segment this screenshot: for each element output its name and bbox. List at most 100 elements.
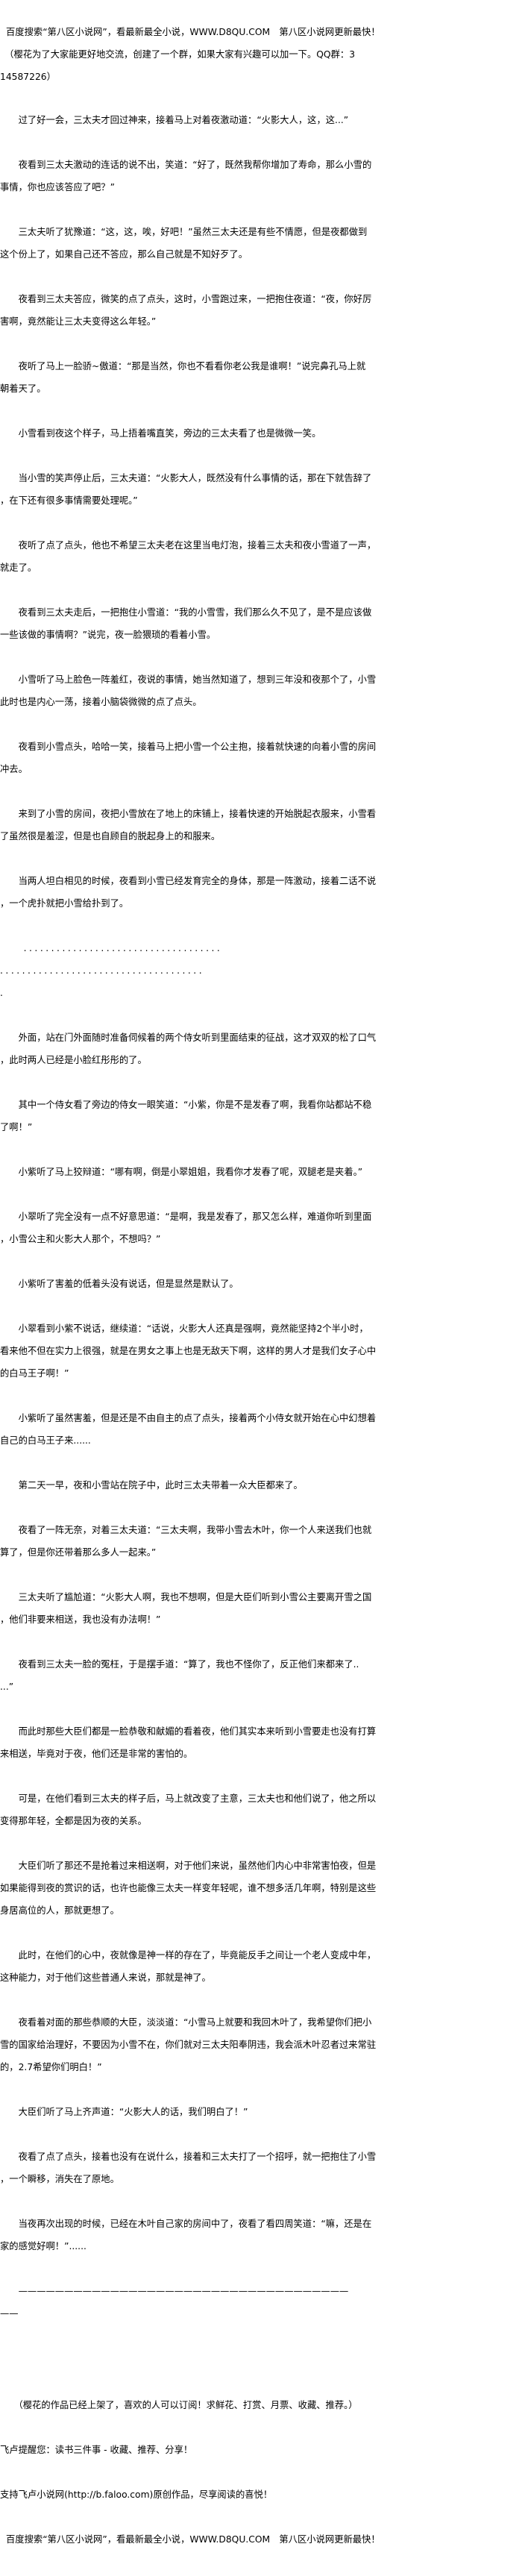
paragraph-line: 外面，站在门外面随时准备伺候着的两个侍女听到里面结束的征战，这才双双的松了口气	[0, 1032, 377, 1043]
paragraph-line: 自己的白马王子来......	[0, 1435, 91, 1446]
paragraph-line: 身居高位的人，那就更想了。	[0, 1905, 119, 1916]
paragraph-line: ，一个虎扑就把小雪给扑到了。	[0, 898, 129, 909]
paragraph-line: 夜看到三太夫答应，微笑的点了点头，这时，小雪跑过来，一把抱住夜道：“夜，你好厉	[0, 294, 372, 304]
paragraph-line: 三太夫听了尴尬道：“火影大人啊，我也不想啊，但是大臣们听到小雪公主要离开雪之国	[0, 1592, 372, 1602]
paragraph: 夜看到三太夫走后，一把抱住小雪道：“我的小雪雪，我们那么久不见了，是不是应该做一…	[0, 604, 522, 649]
paragraph: 小紫听了害羞的低着头没有说话，但是显然是默认了。	[0, 1276, 522, 1298]
paragraph-line: 大臣们听了那还不是抢着过来相送啊，对于他们来说，虽然他们内心中非常害怕夜，但是	[0, 1861, 377, 1871]
paragraph-line: 第二天一早，夜和小雪站在院子中，此时三太夫带着一众大臣都来了。	[0, 1480, 303, 1491]
paragraph-line: 当夜再次出现的时候，已经在木叶自己家的房间中了，夜看了看四周笑道：“嘛，还是在	[0, 2219, 372, 2229]
paragraph-line: 一些该做的事情啊？”说完，夜一脸猥琐的看着小雪。	[0, 630, 216, 640]
paragraph-line: 过了好一会，三太夫才回过神来，接着马上对着夜激动道：“火影大人，这，这...”	[0, 115, 349, 125]
paragraph-line: 小翠听了完全没有一点不好意思道：“是啊，我是发春了，那又怎么样，难道你听到里面	[0, 1212, 372, 1222]
paragraph-line: 害啊，竟然能让三太夫变得这么年轻。”	[0, 316, 157, 327]
paragraph: 此时，在他们的心中，夜就像是神一样的存在了，毕竟能反手之间让一个老人变成中年， 这…	[0, 1947, 522, 1992]
paragraph: 大臣们听了马上齐声道：“火影大人的话，我们明白了！”	[0, 2104, 522, 2126]
paragraph: 小雪听了马上脸色一阵羞红，夜说的事情，她当然知道了，想到三年没和夜那个了，小雪此…	[0, 671, 522, 716]
paragraph-line: 这种能力，对于他们这些普通人来说，那就是神了。	[0, 1972, 211, 1983]
paragraph-line: 家的感觉好啊！”......	[0, 2241, 87, 2251]
paragraph: 夜看到三太夫答应，微笑的点了点头，这时，小雪跑过来，一把抱住夜道：“夜，你好厉害…	[0, 291, 522, 336]
paragraph: 小翠听了完全没有一点不好意思道：“是啊，我是发春了，那又怎么样，难道你听到里面 ，…	[0, 1209, 522, 1253]
paragraph-line: 就走了。	[0, 562, 37, 573]
paragraph-line: ——	[0, 2308, 19, 2319]
paragraph: 小翠看到小紫不说话，继续道：“话说，火影大人还真是强啊，竟然能坚持2个半小时， 看…	[0, 1320, 522, 1388]
paragraph-line: ，一个瞬移，消失在了原地。	[0, 2174, 119, 2184]
paragraph-line: ...”	[0, 1682, 14, 1692]
paragraph-line: 这个份上了，如果自己还不答应，那么自己就是不知好歹了。	[0, 249, 248, 260]
paragraph-line: 小雪听了马上脸色一阵羞红，夜说的事情，她当然知道了，想到三年没和夜那个了，小雪	[0, 674, 377, 685]
paragraph-line: 此时也是内心一荡，接着小脑袋微微的点了点头。	[0, 697, 202, 707]
faloo-support-link[interactable]: 支持飞卢小说网(http://b.faloo.com)原创作品，尽享阅读的喜悦！	[0, 2489, 273, 2500]
paragraph: 而此时那些大臣们都是一脸恭敬和献媚的看着夜，他们其实本来听到小雪要走也没有打算来…	[0, 1723, 522, 1768]
paragraph: 其中一个侍女看了旁边的侍女一眼笑道：“小紫，你是不是发春了啊，我看你站都站不稳了…	[0, 1097, 522, 1141]
paragraph-line: 小雪看到夜这个样子，马上捂着嘴直笑，旁边的三太夫看了也是微微一笑。	[0, 428, 321, 439]
paragraph-line: 了虽然很是羞涩，但是也自顾自的脱起身上的和服来。	[0, 831, 221, 842]
paragraph-line: ，在下还有很多事情需要处理呢。”	[0, 495, 138, 506]
paragraph: 过了好一会，三太夫才回过神来，接着马上对着夜激动道：“火影大人，这，这...”	[0, 112, 522, 134]
page-footer: （樱花的作品已经上架了，喜欢的人可以订阅！求鲜花、打赏、月票、收藏、推荐。） 飞…	[0, 2397, 380, 2576]
paragraph-line: ，小雪公主和火影大人那个，不想吗？”	[0, 1234, 161, 1244]
paragraph-line: 来相送，毕竟对于夜，他们还是非常的害怕的。	[0, 1749, 193, 1759]
paragraph-line: 了啊！”	[0, 1122, 33, 1132]
paragraph-line: 的白马王子啊！”	[0, 1368, 69, 1379]
paragraph: 第二天一早，夜和小雪站在院子中，此时三太夫带着一众大臣都来了。	[0, 1477, 522, 1499]
paragraph: 可是，在他们看到三太夫的样子后，马上就改变了主意，三太夫也和他们说了，他之所以变…	[0, 1790, 522, 1835]
paragraph: 夜看了点了点头，接着也没有在说什么，接着和三太夫打了一个招呼，就一把抱住了小雪 ，…	[0, 2149, 522, 2193]
paragraph-line: 夜听了马上一脸骄~傲道：“那是当然，你也不看看你老公我是谁啊！”说完鼻孔马上就	[0, 361, 366, 372]
paragraph-line: 小翠看到小紫不说话，继续道：“话说，火影大人还真是强啊，竟然能坚持2个半小时，	[0, 1323, 368, 1334]
paragraph-line: 可是，在他们看到三太夫的样子后，马上就改变了主意，三太夫也和他们说了，他之所以	[0, 1793, 377, 1804]
paragraph-line: 来到了小雪的房间，夜把小雪放在了地上的床铺上，接着快速的开始脱起衣服来，小雪看	[0, 809, 377, 819]
paragraph-line: ————————————————————————————————————	[0, 2286, 349, 2296]
paragraph-line: .....................................	[0, 965, 205, 976]
paragraph: 三太夫听了犹豫道：“这，这，唉，好吧！”虽然三太夫还是有些不情愿，但是夜都做到这…	[0, 224, 522, 269]
faloo-reminder: 飞卢提醒您：读书三件事 - 收藏、推荐、分享！	[0, 2445, 193, 2455]
paragraph-line: 的，2.7希望你们明白！”	[0, 2062, 102, 2072]
paragraph: 夜听了点了点头，他也不希望三太夫老在这里当电灯泡，接着三太夫和夜小雪道了一声， 就…	[0, 537, 522, 582]
chapter-body: 过了好一会，三太夫才回过神来，接着马上对着夜激动道：“火影大人，这，这...” …	[0, 112, 522, 2350]
paragraph-line: 其中一个侍女看了旁边的侍女一眼笑道：“小紫，你是不是发春了啊，我看你站都站不稳	[0, 1100, 372, 1110]
paragraph: 小紫听了虽然害羞，但是还是不由自主的点了点头，接着两个小侍女就开始在心中幻想着自…	[0, 1410, 522, 1455]
paragraph-line: 算了，但是你还带着那么多人一起来。”	[0, 1547, 157, 1558]
paragraph-line: 事情，你也应该答应了吧？”	[0, 182, 115, 192]
paragraph: 夜看到三太夫激动的连话的说不出，笑道：“好了，既然我帮你增加了寿命，那么小雪的事…	[0, 157, 522, 201]
paragraph-line: 看来他不但在实力上很强，就是在男女之事上也是无敌天下啊，这样的男人才是我们女子心…	[0, 1346, 377, 1356]
paragraph-line: 当两人坦白相见的时候，夜看到小雪已经发育完全的身体，那是一阵激动，接着二话不说	[0, 876, 377, 886]
paragraph-line: 而此时那些大臣们都是一脸恭敬和献媚的看着夜，他们其实本来听到小雪要走也没有打算	[0, 1726, 377, 1737]
paragraph-line: 变得那年轻，全都是因为夜的关系。	[0, 1816, 147, 1826]
paragraph: 大臣们听了那还不是抢着过来相送啊，对于他们来说，虽然他们内心中非常害怕夜，但是如…	[0, 1858, 522, 1925]
paragraph-line: 雪的国家给治理好，不要因为小雪不在，你们就对三太夫阳奉阴违，我会派木叶忍者过来常…	[0, 2040, 377, 2050]
paragraph: 夜看到三太夫一脸的冤枉，于是摆手道：“算了，我也不怪你了，反正他们来都来了.. …	[0, 1656, 522, 1701]
paragraph-line: 冲去。	[0, 764, 28, 774]
paragraph-line: 夜看到三太夫激动的连话的说不出，笑道：“好了，既然我帮你增加了寿命，那么小雪的	[0, 160, 372, 170]
paragraph-line: 夜看到小雪点头，哈哈一笑，接着马上把小雪一个公主抱，接着就快速的向着小雪的房间	[0, 742, 377, 752]
author-group-notice-cont: 14587226）	[0, 72, 56, 82]
paragraph-line: 朝着天了。	[0, 383, 46, 394]
paragraph: 夜看了一阵无奈，对着三太夫道：“三太夫啊，我带小雪去木叶，你一个人来送我们也就算…	[0, 1522, 522, 1567]
paragraph-line: 小紫听了害羞的低着头没有说话，但是显然是默认了。	[0, 1279, 239, 1289]
paragraph-line: 夜听了点了点头，他也不希望三太夫老在这里当电灯泡，接着三太夫和夜小雪道了一声，	[0, 540, 377, 551]
paragraph: 夜看着对面的那些恭顺的大臣，淡淡道：“小雪马上就要和我回木叶了，我希望你们把小雪…	[0, 2014, 522, 2081]
paragraph-line: 当小雪的笑声停止后，三太夫道：“火影大人，既然没有什么事情的话，那在下就告辞了	[0, 473, 372, 483]
paragraph: 三太夫听了尴尬道：“火影大人啊，我也不想啊，但是大臣们听到小雪公主要离开雪之国 ，…	[0, 1589, 522, 1634]
paragraph: 小雪看到夜这个样子，马上捂着嘴直笑，旁边的三太夫看了也是微微一笑。	[0, 425, 522, 448]
paragraph: 当小雪的笑声停止后，三太夫道：“火影大人，既然没有什么事情的话，那在下就告辞了 ，…	[0, 470, 522, 515]
paragraph-line: 小紫听了马上狡辩道：“哪有啊，倒是小翠姐姐，我看你才发春了呢，双腿老是夹着。”	[0, 1167, 363, 1177]
paragraph-line: ，他们非要来相送，我也没有办法啊！”	[0, 1614, 161, 1625]
paragraph-line: .	[0, 988, 6, 998]
ellipsis-break: ........................................…	[0, 940, 522, 1007]
paragraph-line: 夜看了点了点头，接着也没有在说什么，接着和三太夫打了一个招呼，就一把抱住了小雪	[0, 2152, 377, 2162]
separator-line: ——————————————————————————————————————	[0, 2283, 522, 2328]
author-group-notice: （樱花为了大家能更好地交流，创建了一个群，如果大家有兴趣可以加一下。QQ群：3	[0, 49, 356, 60]
paragraph: 当夜再次出现的时候，已经在木叶自己家的房间中了，夜看了看四周笑道：“嘛，还是在家…	[0, 2216, 522, 2260]
paragraph-line: 夜看了一阵无奈，对着三太夫道：“三太夫啊，我带小雪去木叶，你一个人来送我们也就	[0, 1525, 372, 1535]
paragraph: 外面，站在门外面随时准备伺候着的两个侍女听到里面结束的征战，这才双双的松了口气 ，…	[0, 1030, 522, 1074]
paragraph-line: 此时，在他们的心中，夜就像是神一样的存在了，毕竟能反手之间让一个老人变成中年，	[0, 1950, 377, 1961]
paragraph-line: 大臣们听了马上齐声道：“火影大人的话，我们明白了！”	[0, 2107, 248, 2117]
paragraph: 来到了小雪的房间，夜把小雪放在了地上的床铺上，接着快速的开始脱起衣服来，小雪看了…	[0, 806, 522, 850]
paragraph-line: 小紫听了虽然害羞，但是还是不由自主的点了点头，接着两个小侍女就开始在心中幻想着	[0, 1413, 377, 1423]
paragraph-line: 如果能得到夜的赏识的话，也许也能像三太夫一样变年轻呢，谁不想多活几年啊，特别是这…	[0, 1883, 377, 1893]
paragraph-line: 夜看到三太夫走后，一把抱住小雪道：“我的小雪雪，我们那么久不见了，是不是应该做	[0, 607, 372, 618]
paragraph-line: ，此时两人已经是小脸红彤彤的了。	[0, 1055, 147, 1065]
paragraph: 夜听了马上一脸骄~傲道：“那是当然，你也不看看你老公我是谁啊！”说完鼻孔马上就朝…	[0, 358, 522, 403]
paragraph-line: 夜看着对面的那些恭顺的大臣，淡淡道：“小雪马上就要和我回木叶了，我希望你们把小	[0, 2017, 372, 2028]
